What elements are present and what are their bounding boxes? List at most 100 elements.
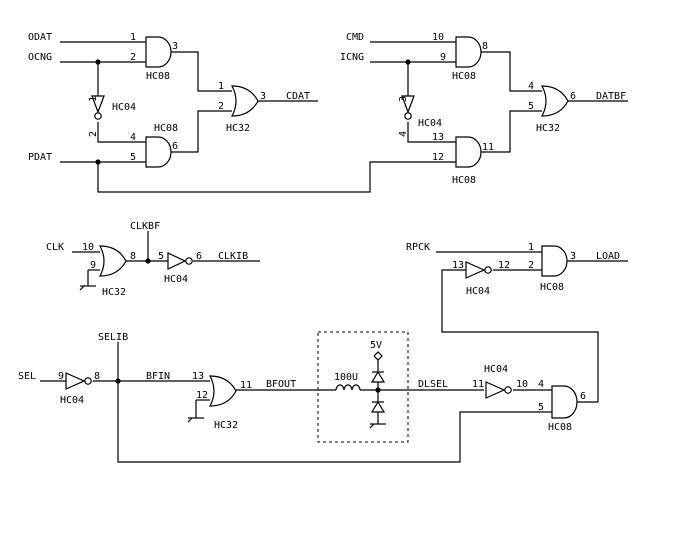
chip-label: HC04 (164, 274, 188, 285)
inverter-bubble (504, 386, 512, 394)
chip-label: HC08 (452, 175, 476, 186)
signal-label-bfin: BFIN (146, 371, 170, 382)
signal-label-bfout: BFOUT (266, 379, 296, 390)
signal-label-clk: CLK (46, 242, 64, 253)
signal-label-sel: SEL (18, 371, 36, 382)
signal-label-clkbf: CLKBF (130, 221, 160, 232)
pdat-bus-wire (97, 161, 456, 193)
pin-number: 4 (538, 379, 544, 390)
and-gate (455, 36, 482, 68)
inv1-out-wire (97, 122, 146, 143)
pin-number: 2 (88, 131, 99, 137)
inverter-bubble (94, 112, 102, 120)
and-gate (455, 136, 482, 168)
signal-label-icng: ICNG (340, 52, 364, 63)
pin-number: 5 (158, 251, 164, 262)
pin-number: 3 (570, 251, 576, 262)
inverter-gate (65, 372, 86, 390)
signal-labels: ODAT OCNG PDAT CDAT CMD ICNG DATBF CLK C… (18, 32, 626, 390)
chip-label: HC32 (536, 123, 560, 134)
chip-label: HC04 (484, 364, 508, 375)
pin-number: 6 (196, 251, 202, 262)
pin-number: 12 (196, 390, 208, 401)
inverter-gate (401, 95, 415, 114)
diode-lower (370, 400, 386, 413)
chip-label: HC04 (418, 118, 442, 129)
signal-label-cmd: CMD (346, 32, 364, 43)
and4-out-wire (480, 110, 542, 153)
signal-label-selib: SELIB (98, 332, 128, 343)
pin-labels: 1 2 3 1 2 4 5 6 1 2 3 10 9 8 3 4 13 12 1… (58, 32, 586, 413)
chip-label: HC08 (146, 71, 170, 82)
pin-number: 4 (130, 132, 136, 143)
inverter-bubble (84, 377, 92, 385)
chip-labels: HC08 HC04 HC08 HC32 HC08 HC04 HC08 HC32 … (60, 71, 572, 433)
and3-out-wire (480, 51, 542, 92)
pin-number: 12 (498, 260, 510, 271)
inv2-out-wire (407, 122, 456, 143)
protection-box (317, 331, 409, 443)
chip-label: HC32 (214, 420, 238, 431)
inverter-bubble (484, 266, 492, 274)
pin-number: 13 (192, 371, 204, 382)
pin-number: 3 (260, 91, 266, 102)
signal-label-vcc: 5V (370, 340, 382, 351)
inverter-gate (91, 95, 105, 114)
and1-out-wire (170, 51, 232, 92)
vcc-arrow (373, 351, 383, 361)
diode-upper (370, 370, 386, 383)
pin-number: 11 (240, 380, 252, 391)
junction-dot (405, 59, 411, 65)
pin-number: 4 (528, 81, 534, 92)
chip-label: HC32 (226, 123, 250, 134)
chip-label: HC32 (102, 287, 126, 298)
inductor-coil (335, 384, 361, 391)
junction-dot (115, 378, 121, 384)
pin-number: 11 (472, 379, 484, 390)
chip-label: HC08 (548, 422, 572, 433)
signal-label-rpck: RPCK (406, 242, 430, 253)
inverter-bubble (404, 112, 412, 120)
pin-number: 1 (88, 96, 99, 102)
signal-label-datbf: DATBF (596, 91, 626, 102)
ground-hatch (79, 285, 85, 291)
pin-number: 10 (516, 379, 528, 390)
pin-number: 8 (94, 371, 100, 382)
pin-number: 2 (218, 101, 224, 112)
or-gate (541, 85, 569, 117)
signal-label-ocng: OCNG (28, 52, 52, 63)
select-circuit (40, 331, 598, 463)
pin-number: 9 (90, 260, 96, 271)
clock-circuit (72, 231, 260, 291)
pin-number: 6 (580, 391, 586, 402)
chip-label: HC08 (154, 123, 178, 134)
pin-number: 6 (172, 141, 178, 152)
pin-number: 9 (58, 371, 64, 382)
pin-number: 1 (130, 32, 136, 43)
chip-label: HC04 (466, 286, 490, 297)
pin-number: 6 (570, 91, 576, 102)
pin-number: 13 (452, 260, 464, 271)
and-gate (145, 36, 172, 68)
datbf-circuit (370, 36, 628, 168)
pin-number: 2 (528, 260, 534, 271)
pin-number: 1 (218, 81, 224, 92)
load-circuit (436, 245, 628, 402)
signal-label-clkib: CLKIB (218, 251, 248, 262)
and2-out-wire (170, 110, 232, 153)
chip-label: HC04 (60, 395, 84, 406)
pin-number: 3 (398, 96, 409, 102)
and-gate (145, 136, 172, 168)
ground-hatch (369, 423, 375, 429)
chip-label: HC08 (540, 282, 564, 293)
junction-dot (95, 159, 101, 165)
pin-number: 8 (482, 41, 488, 52)
pin-number: 5 (528, 101, 534, 112)
pin-number: 5 (538, 402, 544, 413)
or-gate (99, 245, 127, 277)
pin-number: 11 (482, 142, 494, 153)
or-gate (209, 375, 237, 407)
chip-label: HC08 (452, 71, 476, 82)
junction-dot (95, 59, 101, 65)
and-gate (551, 385, 578, 419)
